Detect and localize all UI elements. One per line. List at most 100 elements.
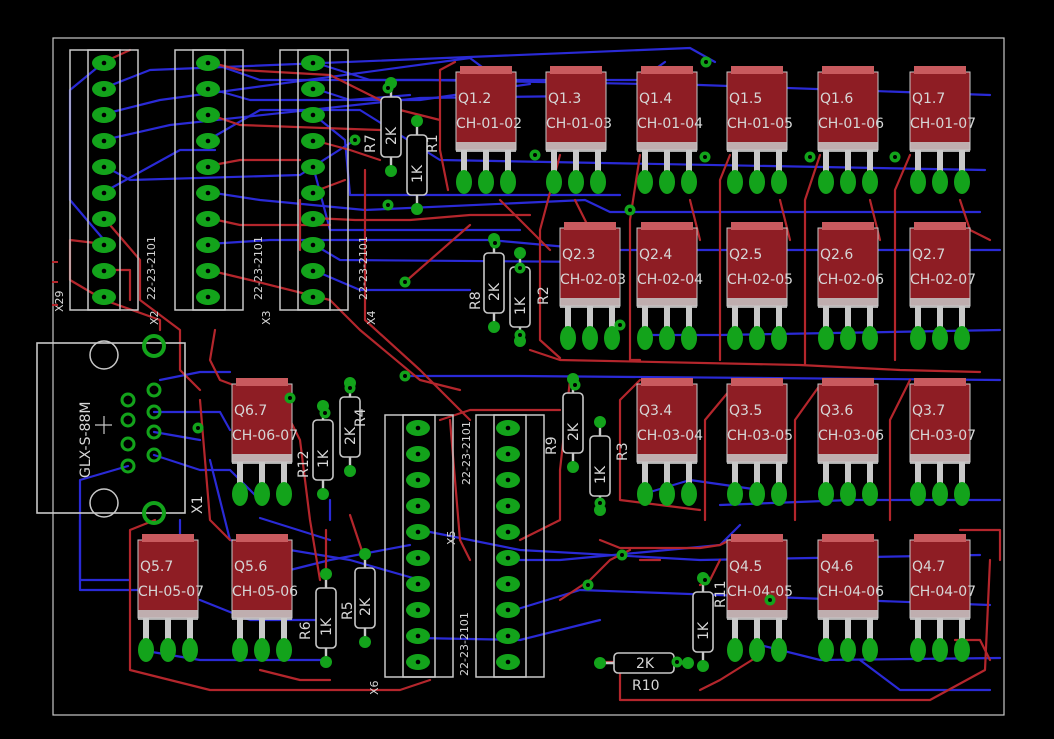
- transistor-Q1-5[interactable]: Q1.5CH-01-05: [726, 66, 793, 194]
- transistor-Q1-6[interactable]: Q1.6CH-01-06: [817, 66, 884, 194]
- via-drill: [518, 266, 522, 270]
- bottom-trace: [311, 268, 472, 292]
- via-drill: [620, 553, 624, 557]
- transistor-leg: [754, 306, 760, 344]
- resistor-pad: [594, 416, 606, 428]
- transistor-Q2-5[interactable]: Q2.5CH-02-05: [726, 222, 793, 350]
- transistor-Q3-7[interactable]: Q3.7CH-03-07: [909, 378, 976, 506]
- via-drill: [353, 138, 357, 142]
- pad-drill: [505, 581, 511, 587]
- pad-drill: [205, 216, 211, 222]
- bottom-trace: [506, 523, 742, 562]
- pad-drill: [505, 555, 511, 561]
- resistor-body: [312, 419, 334, 481]
- transistor-lead-frame: [818, 142, 878, 152]
- resistor-name: R4: [353, 408, 369, 427]
- transistor-lead-frame: [232, 454, 292, 464]
- transistor-value: CH-02-04: [637, 272, 703, 288]
- transistor-leg: [937, 306, 943, 344]
- connector-part-number: 22-23-2101: [357, 236, 370, 300]
- transistor-value: CH-01-06: [818, 116, 884, 132]
- transistor-leg: [823, 618, 829, 656]
- resistor-name: R6: [298, 621, 314, 640]
- transistor-value: CH-03-07: [910, 428, 976, 444]
- transistor-name: Q6.7: [234, 403, 267, 419]
- transistor-Q3-6[interactable]: Q3.6CH-03-06: [817, 378, 884, 506]
- transistor-Q4-7[interactable]: Q4.7CH-04-07: [909, 534, 976, 662]
- transistor-Q2-6[interactable]: Q2.6CH-02-06: [817, 222, 884, 350]
- transistor-Q5-6[interactable]: Q5.6CH-05-06: [231, 534, 298, 662]
- transistor-Q5-7[interactable]: Q5.7CH-05-07: [137, 534, 204, 662]
- transistor-Q3-5[interactable]: Q3.5CH-03-05: [726, 378, 793, 506]
- resistor-pad: [344, 465, 356, 477]
- transistor-leg: [867, 150, 873, 188]
- pad-drill: [101, 86, 107, 92]
- via-drill: [703, 578, 707, 582]
- resistor-value: 1K: [513, 296, 529, 315]
- transistor-Q1-3[interactable]: Q1.3CH-01-03: [545, 66, 612, 194]
- transistor-pad: [818, 170, 834, 194]
- resistor-name: R11: [713, 580, 729, 608]
- transistor-name: Q2.4: [639, 247, 672, 263]
- transistor-Q4-5[interactable]: Q4.5CH-04-05: [726, 534, 793, 662]
- resistor-name: R7: [363, 134, 379, 153]
- transistor-tab: [641, 66, 693, 74]
- transistor-Q6-7[interactable]: Q6.7CH-06-07: [231, 378, 298, 506]
- transistor-leg: [664, 306, 670, 344]
- transistor-Q2-4[interactable]: Q2.4CH-02-04: [636, 222, 703, 350]
- transistor-pad: [681, 326, 697, 350]
- transistor-name: Q3.5: [729, 403, 762, 419]
- transistor-Q1-2[interactable]: Q1.2CH-01-02: [455, 66, 522, 194]
- pad-drill: [205, 60, 211, 66]
- transistor-body: [817, 71, 879, 151]
- transistor-pad: [681, 170, 697, 194]
- transistor-Q4-6[interactable]: Q4.6CH-04-06: [817, 534, 884, 662]
- pad-drill: [415, 659, 421, 665]
- pad-drill: [415, 477, 421, 483]
- resistor-value: 1K: [316, 449, 332, 468]
- transistor-leg: [867, 618, 873, 656]
- transistor-body: [636, 71, 698, 151]
- transistor-leg: [259, 462, 265, 500]
- transistor-Q2-7[interactable]: Q2.7CH-02-07: [909, 222, 976, 350]
- transistor-tab: [236, 378, 288, 386]
- transistor-body: [817, 227, 879, 307]
- transistor-Q1-4[interactable]: Q1.4CH-01-04: [636, 66, 703, 194]
- transistor-lead-frame: [727, 298, 787, 308]
- resistor-body: [692, 591, 714, 653]
- transistor-pad: [546, 170, 562, 194]
- transistor-body: [726, 383, 788, 463]
- resistor-body: [354, 567, 376, 629]
- via-drill: [808, 155, 812, 159]
- transistor-tab: [731, 222, 783, 230]
- transistor-Q3-4[interactable]: Q3.4CH-03-04: [636, 378, 703, 506]
- transistor-body: [817, 539, 879, 619]
- transistor-leg: [505, 150, 511, 188]
- transistor-Q2-3[interactable]: Q2.3CH-02-03: [559, 222, 626, 350]
- bottom-trace: [858, 658, 992, 692]
- transistor-name: Q2.5: [729, 247, 762, 263]
- resistor-pad: [567, 461, 579, 473]
- board-outline: [52, 37, 1005, 716]
- via-drill: [768, 598, 772, 602]
- transistor-Q1-7[interactable]: Q1.7CH-01-07: [909, 66, 976, 194]
- transistor-lead-frame: [637, 454, 697, 464]
- transistor-body: [455, 71, 517, 151]
- via-drill: [386, 203, 390, 207]
- transistor-pad: [862, 638, 878, 662]
